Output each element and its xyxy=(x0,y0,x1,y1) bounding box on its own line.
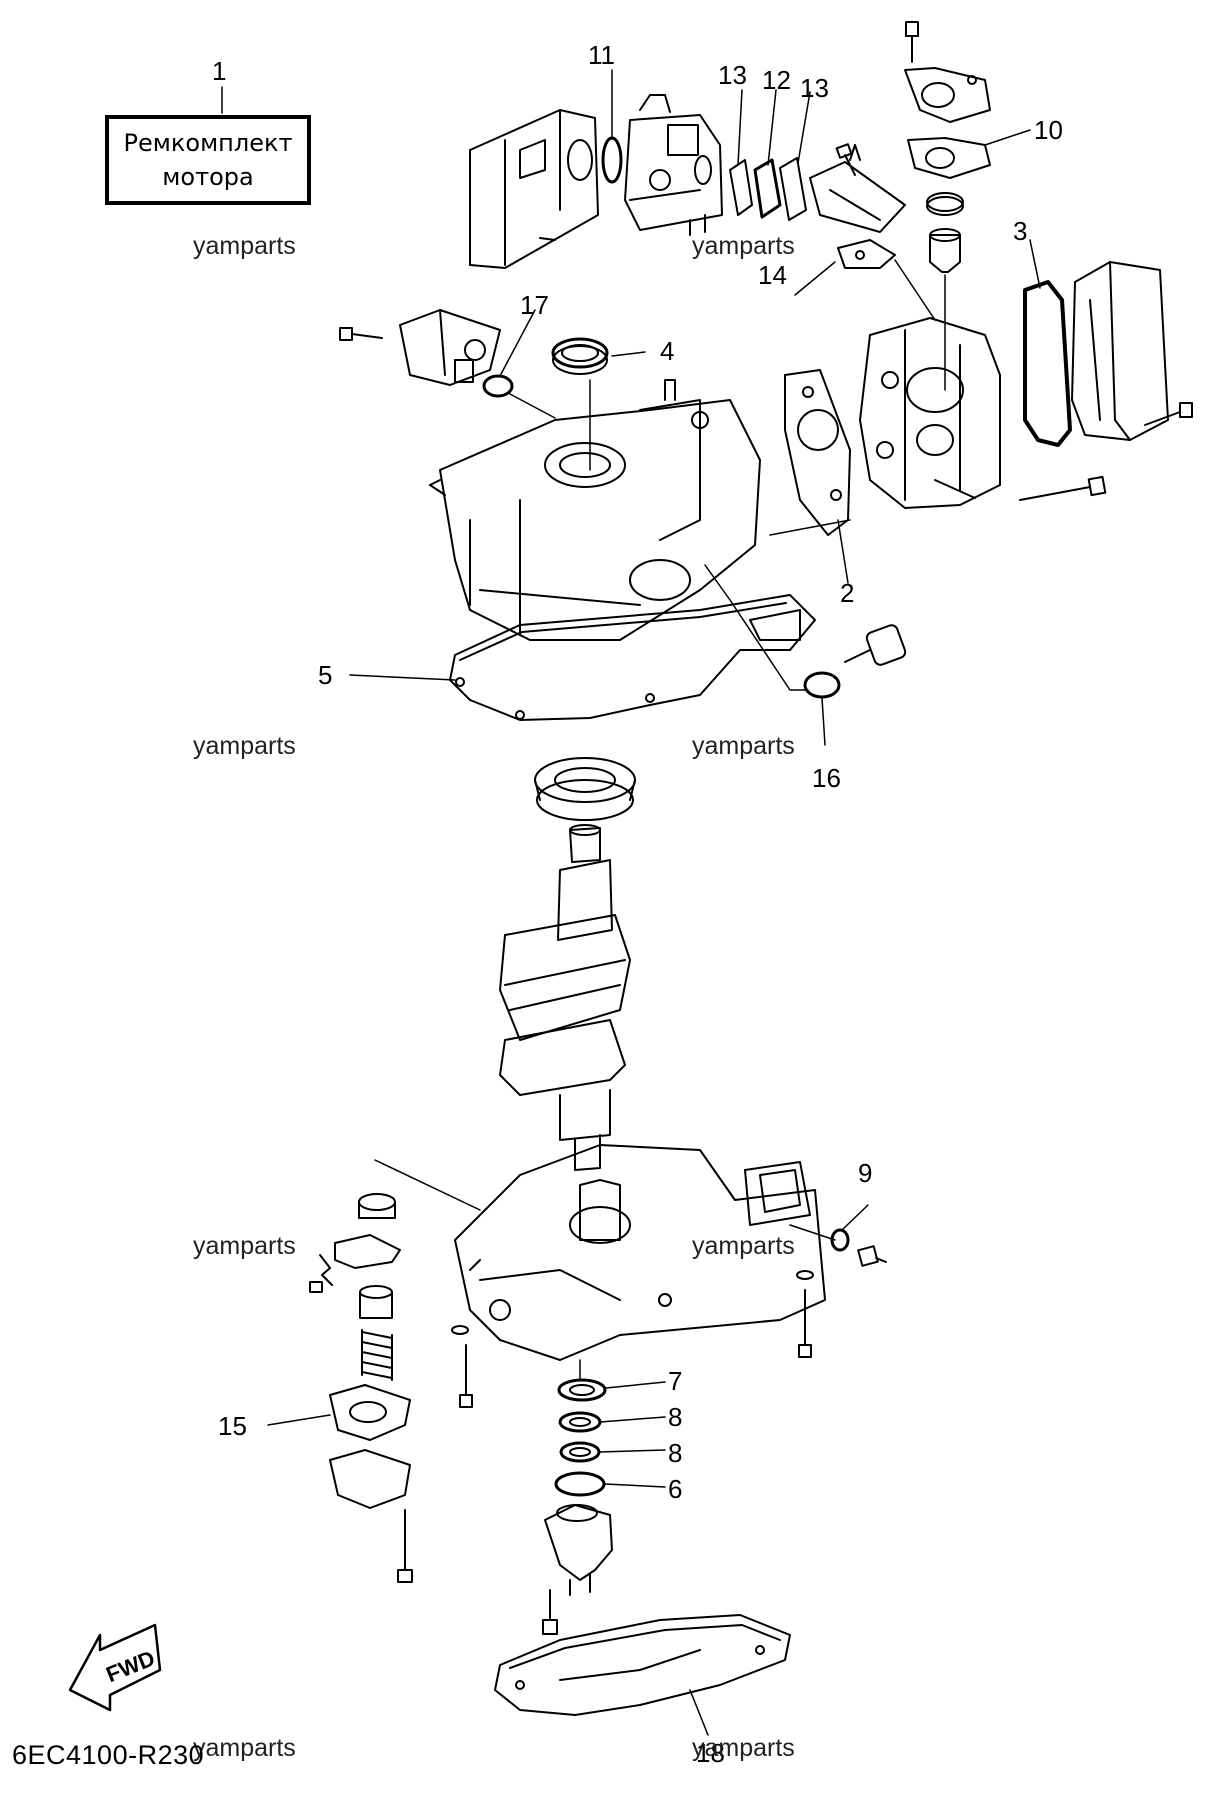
callout-11: 11 xyxy=(588,40,615,70)
gasket-13a xyxy=(729,159,753,216)
valve-spring xyxy=(361,1329,393,1381)
oil-seal-8b xyxy=(559,1441,601,1463)
oil-pump xyxy=(399,309,501,386)
strainer-bolt xyxy=(542,1589,558,1635)
oil-pump-bolt xyxy=(339,327,383,341)
kit-box-line1: Ремкомплект xyxy=(123,129,293,157)
callout-18: 18 xyxy=(696,1738,725,1768)
watermark-1: yamparts xyxy=(193,232,296,260)
gasket-14 xyxy=(837,239,896,269)
callout-10: 10 xyxy=(1034,115,1063,145)
watermark-2: yamparts xyxy=(692,232,795,260)
repair-kit-box: Ремкомплект мотора xyxy=(105,115,311,205)
head-cover-bolt xyxy=(1144,402,1193,426)
crankshaft xyxy=(499,824,631,1171)
carburetor xyxy=(624,94,723,236)
leader-lines-top xyxy=(509,259,946,691)
watermark-6: yamparts xyxy=(692,1232,795,1260)
gasket-15 xyxy=(329,1384,411,1441)
watermark-3: yamparts xyxy=(193,732,296,760)
thermostat-cover xyxy=(904,67,991,123)
gasket-10 xyxy=(907,137,991,179)
callout-pointers xyxy=(221,69,1041,1736)
callout-13-left: 13 xyxy=(718,60,747,90)
head-cover xyxy=(1071,261,1169,441)
gasket-12 xyxy=(753,158,782,219)
thermostat-bolt xyxy=(905,21,919,63)
diagram-code: 6EC4100-R230 xyxy=(12,1740,205,1770)
callout-13-right: 13 xyxy=(800,73,829,103)
drain-bolt xyxy=(857,1245,887,1267)
crankcase-bolt-left xyxy=(451,1325,473,1408)
thermostat xyxy=(929,228,961,273)
oil-strainer-housing xyxy=(544,1504,613,1596)
o-ring-16 xyxy=(803,671,841,699)
head-bolt xyxy=(1019,475,1107,501)
callout-16: 16 xyxy=(812,763,841,793)
gasket-2-head xyxy=(784,369,851,536)
callout-7: 7 xyxy=(668,1366,683,1396)
leader-lines-bottom xyxy=(374,1159,836,1381)
oil-filler-cap xyxy=(844,624,907,666)
watermark-5: yamparts xyxy=(193,1232,296,1260)
crankcase xyxy=(454,1144,826,1361)
crankcase-bolt-right xyxy=(796,1270,814,1358)
gasket-5 xyxy=(449,594,816,721)
watermark-4: yamparts xyxy=(692,732,795,760)
callout-5: 5 xyxy=(318,660,333,690)
watermark-8: yamparts xyxy=(692,1734,795,1762)
watermark-7: yamparts xyxy=(193,1734,296,1762)
kit-box-line2: мотора xyxy=(162,163,254,191)
relief-cover xyxy=(309,1234,401,1293)
oil-seal-4 xyxy=(551,337,609,375)
washer-9 xyxy=(830,1228,850,1252)
callout-1: 1 xyxy=(212,56,227,86)
cylinder-head xyxy=(859,317,1001,509)
thermostat-washer xyxy=(926,192,964,216)
gasket-13b xyxy=(779,157,807,221)
callout-17: 17 xyxy=(520,290,549,320)
intake-manifold xyxy=(809,144,906,233)
callout-14: 14 xyxy=(758,260,787,290)
callout-2: 2 xyxy=(840,578,855,608)
callout-8-upper: 8 xyxy=(668,1402,683,1432)
callout-4: 4 xyxy=(660,336,675,366)
callout-3: 3 xyxy=(1013,216,1028,246)
valve-collar xyxy=(359,1285,393,1319)
o-ring-6 xyxy=(554,1471,606,1497)
cylinder-block xyxy=(429,379,761,641)
callout-6: 6 xyxy=(668,1474,683,1504)
lower-cover-bolt xyxy=(397,1509,413,1583)
lower-cover xyxy=(329,1449,411,1509)
fwd-label: FWD xyxy=(103,1645,159,1687)
o-ring-17 xyxy=(482,374,514,398)
gasket-3 xyxy=(1023,280,1072,447)
callout-12: 12 xyxy=(762,65,791,95)
gasket-11 xyxy=(601,136,623,184)
bearing xyxy=(534,757,636,821)
callout-9: 9 xyxy=(858,1158,873,1188)
bolt-manifold xyxy=(835,143,856,176)
oil-seal-8a xyxy=(558,1411,602,1433)
callout-15: 15 xyxy=(218,1411,247,1441)
gasket-18 xyxy=(494,1614,791,1716)
oil-seal-7 xyxy=(557,1378,607,1402)
intake-silencer xyxy=(469,109,599,269)
callout-8-lower: 8 xyxy=(668,1438,683,1468)
fwd-arrow: FWD xyxy=(68,1623,162,1712)
valve-cap xyxy=(358,1193,396,1219)
